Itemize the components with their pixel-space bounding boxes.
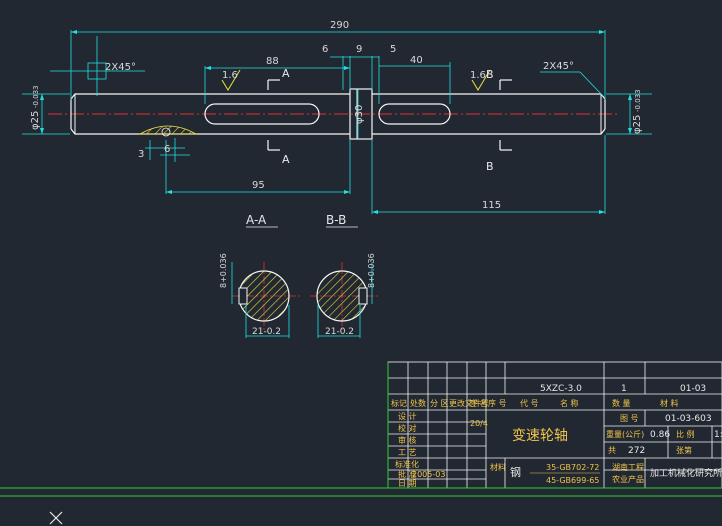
dim-width-6: 6	[164, 144, 170, 155]
tb-date: 2005-03	[412, 470, 445, 479]
tb-sheet-ref: 01-03	[680, 384, 706, 394]
ucs-icon	[49, 511, 63, 525]
tb-r-std: 标准化	[395, 459, 419, 469]
rough-left-value: 1.6	[222, 70, 238, 81]
shaft-bottom-edge-right	[372, 128, 606, 135]
tb-r-proc: 工 艺	[398, 448, 417, 457]
dimension-texts: 290 88 6 9 5 40 95 115 2X45° 2X45° 3 6 1…	[30, 20, 643, 211]
tb-total-val: 272	[628, 446, 645, 456]
detail-hatch	[138, 125, 198, 135]
tb-drawing-label: 图 号	[620, 414, 639, 423]
title-block-texts: 5XZC-3.0 1 01-03 标记 处数 分 区 更改文件号 签 名 序 号…	[391, 384, 722, 488]
dim-tol-right: -0.033	[634, 89, 642, 112]
tb-r-design: 设 计	[398, 411, 417, 421]
shaft-top-edge-right	[372, 93, 606, 100]
tb-dept1: 湖南工程	[612, 462, 644, 472]
tb-h-chg: 更改文件号	[449, 398, 489, 408]
section-mark-a-top: A	[282, 67, 290, 80]
tb-material-label: 材料	[490, 462, 506, 472]
dim-95: 95	[252, 180, 265, 191]
tb-std-1: 35-GB702-72	[546, 463, 599, 472]
shaft-top-edge-left	[70, 93, 350, 100]
tb-code: 5XZC-3.0	[540, 384, 582, 394]
dim-dia-left: φ25	[30, 111, 41, 130]
tb-material-val: 钢	[510, 466, 521, 479]
dim-9: 9	[356, 44, 362, 55]
dim-chamfer-left: 2X45°	[105, 62, 136, 73]
tb-h-count: 数 量	[612, 398, 631, 408]
tb-h-mark: 标记	[391, 398, 407, 408]
tb-drawing-no: 01-03-603	[665, 414, 712, 424]
dim-40: 40	[410, 55, 423, 66]
section-mark-b-top: B	[486, 68, 494, 81]
dim-overall: 290	[330, 20, 349, 31]
section-title-bb: B-B	[326, 213, 346, 227]
tb-ratio-20: 20/4	[470, 419, 488, 428]
section-letters: A A B B	[282, 67, 494, 173]
tb-h-name: 名 称	[560, 398, 579, 408]
tb-part-title: 变速轮轴	[512, 428, 568, 444]
tb-r-check: 校 对	[398, 423, 417, 433]
tb-h-mat: 材 料	[660, 398, 679, 408]
tb-std-2: 45-GB699-65	[546, 476, 599, 485]
keyway-right	[378, 103, 451, 125]
tb-ratio-label: 比 例	[676, 429, 695, 439]
tb-qty: 1	[621, 384, 627, 394]
section-title-aa: A-A	[246, 213, 267, 227]
dim-collar-dia: φ30	[354, 105, 365, 124]
dimension-lines	[22, 30, 652, 214]
section-cut-marks	[267, 79, 512, 151]
tb-r-date: 日 期	[398, 479, 417, 488]
roughness-symbols	[221, 69, 491, 91]
shaft-bottom-edge-left	[70, 128, 350, 135]
dim-6: 6	[322, 44, 328, 55]
tb-r-appr: 批 准	[398, 469, 417, 479]
section-aa-view: 8+0.036 21-0.2	[219, 253, 300, 338]
tb-sheet-label: 张第	[676, 445, 692, 455]
tb-dept2: 农业产品	[612, 474, 644, 484]
tb-h-qty: 处数	[410, 398, 426, 408]
dim-chamfer-right: 2X45°	[543, 61, 574, 72]
tb-h-sign: 签 名	[469, 398, 488, 408]
keyway-left	[204, 103, 320, 125]
dim-depth-3: 3	[138, 149, 144, 160]
tb-h-seq: 序 号	[488, 398, 507, 408]
section-bb-width: 21-0.2	[325, 327, 354, 337]
shaft-view	[48, 88, 620, 140]
dim-88: 88	[266, 56, 279, 67]
shaft-collar	[349, 88, 373, 140]
tb-h-code: 代 号	[520, 398, 539, 408]
section-aa-width: 21-0.2	[252, 327, 281, 337]
tb-weight-label: 重量(公斤)	[606, 429, 644, 439]
dimension-arrows	[40, 30, 632, 214]
dim-115: 115	[482, 200, 501, 211]
dim-5: 5	[390, 44, 396, 55]
section-mark-a-bottom: A	[282, 153, 290, 166]
section-bb-depth: 8+0.036	[367, 253, 376, 288]
rough-right-value: 1.6	[470, 70, 486, 81]
tb-r-review: 审 核	[398, 435, 417, 445]
tb-weight: 0.86	[650, 430, 670, 440]
section-aa-depth: 8+0.036	[219, 253, 228, 288]
tb-h-doc: 分 区	[430, 399, 449, 408]
tb-total-label: 共	[608, 446, 616, 455]
dim-tol-left: -0.033	[32, 85, 40, 108]
tb-ratio-val: 1:	[714, 430, 722, 440]
tb-org: 加工机械化研究所	[650, 467, 722, 479]
dim-dia-right: φ25	[632, 115, 643, 134]
section-mark-b-bottom: B	[486, 160, 494, 173]
section-bb-view: 8+0.036 21-0.2	[310, 253, 378, 338]
